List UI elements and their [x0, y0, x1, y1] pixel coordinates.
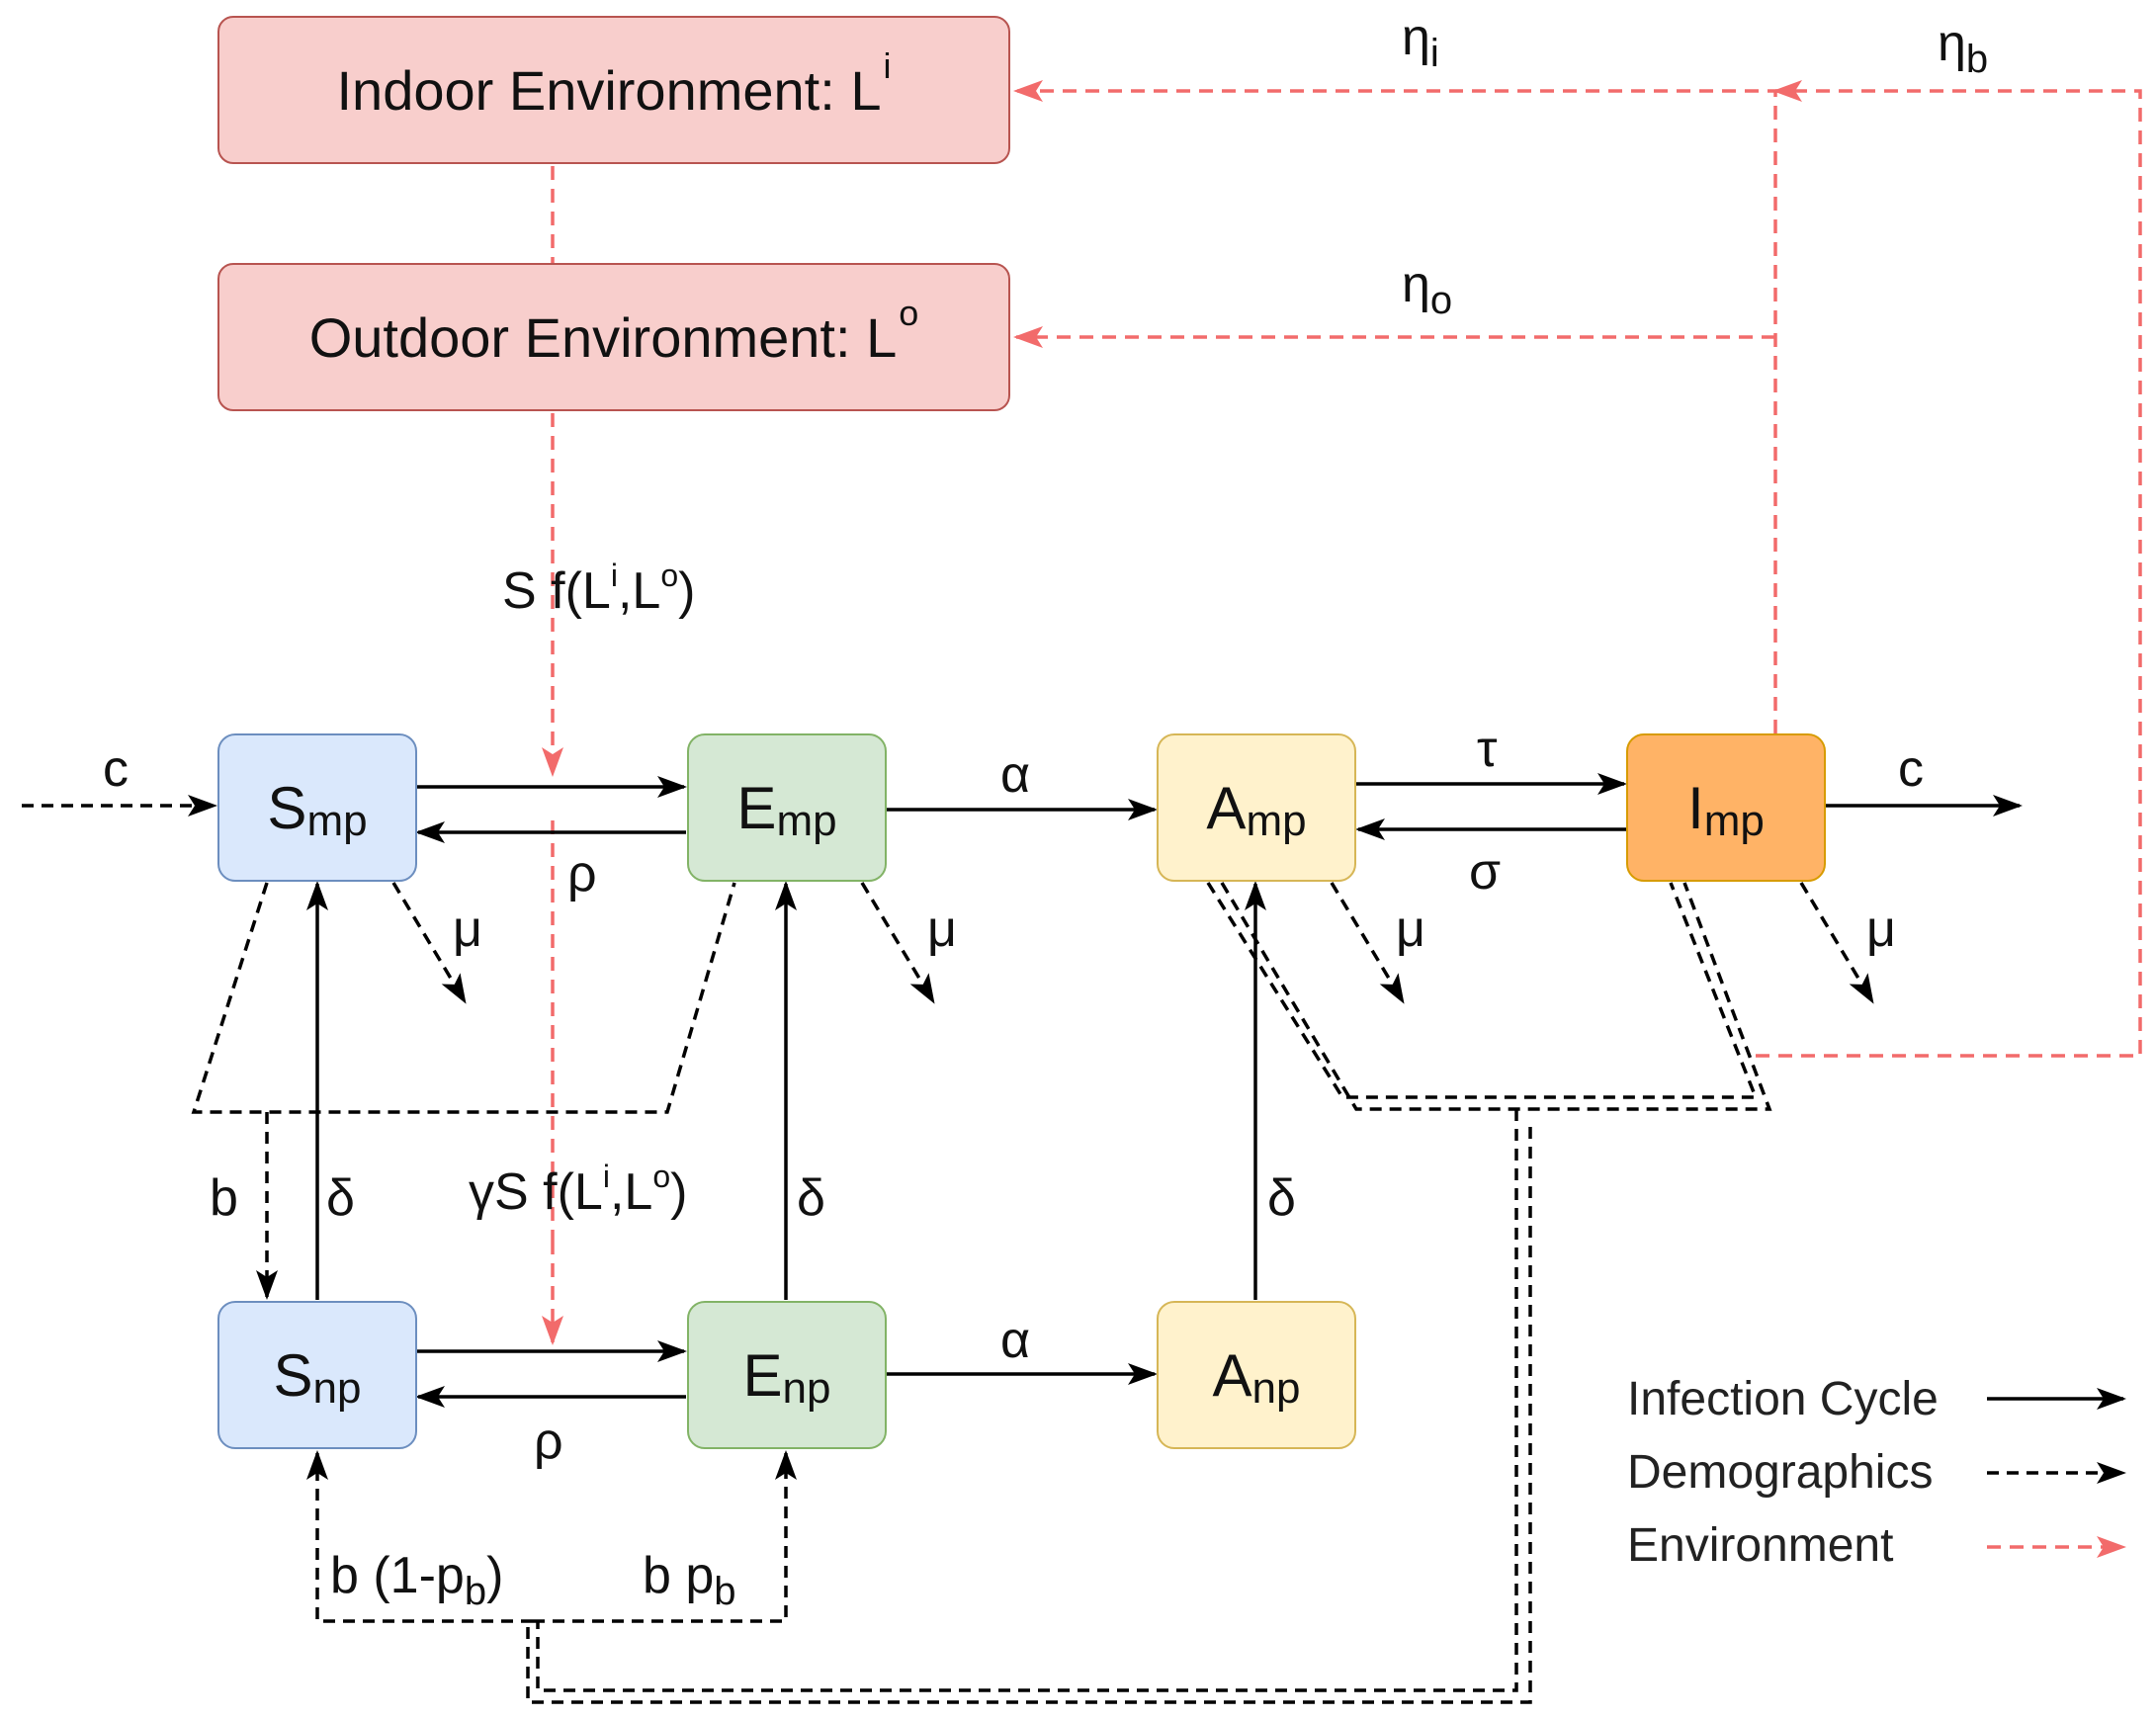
legend-infection-label: Infection Cycle	[1627, 1373, 1939, 1425]
a-np-base: A	[1212, 1341, 1252, 1409]
i-mp-base: I	[1687, 774, 1704, 841]
legend-environment-label: Environment	[1627, 1519, 1894, 1572]
force-mp-c: )	[678, 562, 696, 620]
force-mp-sup1: i	[610, 558, 618, 593]
e-mp-base: E	[736, 774, 777, 841]
rho-np-label: ρ	[534, 1413, 563, 1470]
delta-e-label: δ	[797, 1169, 825, 1227]
births-return-line-b	[526, 1127, 1532, 1704]
legend-demographics-label: Demographics	[1627, 1446, 1934, 1499]
b-pb-sub: b	[714, 1570, 736, 1613]
environment-connectors	[542, 80, 2142, 1345]
delta-a-label: δ	[1267, 1169, 1296, 1227]
eta-o-sub: o	[1429, 279, 1453, 322]
b-pb-label: b pb	[643, 1547, 736, 1611]
infection-connectors	[306, 773, 2023, 1408]
eta-o-label: ηo	[1402, 256, 1452, 320]
births-from-smp-emp	[191, 882, 736, 1114]
indoor-environment-label: Indoor Environment: L	[336, 58, 882, 122]
mu-s-label: μ	[453, 901, 482, 958]
force-np-c: )	[670, 1163, 688, 1221]
b-birth-label: b	[210, 1169, 238, 1227]
s-np-sub: np	[312, 1364, 362, 1413]
outdoor-environment-sup: o	[899, 293, 919, 333]
emp-mortality-arrow	[860, 882, 935, 1004]
c-outflow-label: c	[1898, 740, 1924, 798]
eta-b-sub: b	[1965, 38, 1989, 81]
imp-to-indoor-arrow	[1013, 80, 1777, 733]
force-np-sup1: i	[602, 1159, 610, 1194]
a-np-sub: np	[1251, 1364, 1301, 1413]
s-mp-base: S	[267, 774, 307, 841]
births-return-line-a	[536, 1109, 1518, 1692]
outdoor-environment-label: Outdoor Environment: L	[308, 305, 898, 369]
b-pb-a: b p	[643, 1547, 715, 1604]
mu-a-label: μ	[1396, 901, 1425, 958]
force-of-infection-np-label: γS f(Li,Lo)	[469, 1161, 688, 1221]
b-one-minus-pb-sub: b	[464, 1570, 487, 1613]
mu-i-label: μ	[1866, 901, 1896, 958]
births-from-amp-imp-b	[1220, 882, 1772, 1111]
legend-swatches	[1987, 1388, 2126, 1558]
s-np-base: S	[273, 1341, 313, 1409]
force-np-sup2: o	[652, 1159, 671, 1194]
sigma-label: σ	[1469, 843, 1502, 901]
amp-mortality-arrow	[1330, 882, 1405, 1004]
demographics-connectors	[22, 795, 1874, 1704]
delta-s-label: δ	[326, 1169, 355, 1227]
tau-label: τ	[1477, 721, 1498, 778]
eta-b-label: ηb	[1938, 15, 1988, 79]
a-mp-sub: mp	[1246, 797, 1307, 845]
eta-i-sub: i	[1429, 32, 1439, 75]
b-one-minus-pb-a: b (1-p	[330, 1547, 465, 1604]
eta-i-base: η	[1402, 9, 1430, 66]
births-to-snp-bottom-arrow	[306, 1450, 533, 1623]
e-mp-sub: mp	[776, 797, 837, 845]
eta-o-base: η	[1402, 256, 1430, 313]
i-mp-sub: mp	[1703, 797, 1765, 845]
births-from-amp-imp-a	[1206, 882, 1759, 1099]
force-mp-a: S f(L	[502, 562, 611, 620]
births-to-enp-bottom-arrow	[533, 1450, 797, 1623]
force-mp-sup2: o	[660, 558, 679, 593]
alpha-np-label: α	[1000, 1312, 1031, 1369]
b-one-minus-pb-c: )	[486, 1547, 504, 1604]
force-np-a: γS f(L	[469, 1163, 603, 1221]
e-np-sub: np	[782, 1364, 831, 1413]
imp-mortality-arrow	[1799, 882, 1874, 1004]
e-np-base: E	[742, 1341, 783, 1409]
force-mp-b: ,L	[617, 562, 661, 620]
imp-birth-to-indoor-loop	[1756, 80, 2142, 1058]
b-one-minus-pb-label: b (1-pb)	[330, 1547, 504, 1611]
eta-i-label: ηi	[1402, 9, 1439, 73]
rho-mp-label: ρ	[567, 845, 597, 903]
alpha-mp-label: α	[1000, 746, 1031, 804]
mu-e-label: μ	[927, 901, 957, 958]
force-of-infection-mp-label: S f(Li,Lo)	[502, 559, 696, 620]
eta-b-base: η	[1938, 15, 1966, 72]
indoor-environment-sup: i	[883, 45, 892, 86]
s-mp-sub: mp	[306, 797, 368, 845]
a-mp-base: A	[1206, 774, 1247, 841]
c-inflow-label: c	[103, 740, 129, 798]
smp-mortality-arrow	[391, 882, 467, 1004]
force-np-b: ,L	[609, 1163, 653, 1221]
